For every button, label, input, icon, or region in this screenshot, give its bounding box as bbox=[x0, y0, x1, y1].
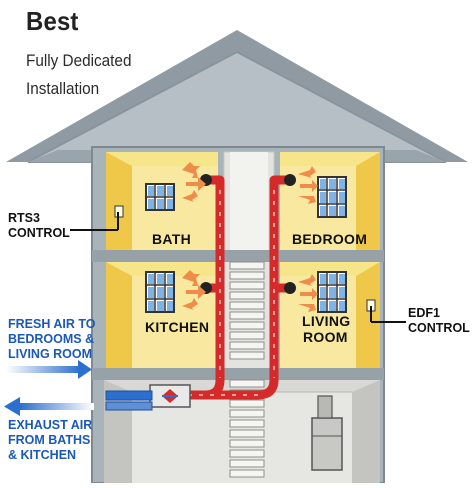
room-label-living-line-2: ROOM bbox=[303, 329, 348, 345]
room-label-bath: BATH bbox=[152, 231, 192, 247]
bedroom-supply-grille-icon bbox=[284, 174, 296, 186]
exhaust-air-arrow bbox=[4, 397, 94, 416]
ventilator-unit bbox=[149, 384, 191, 408]
rts3-label-line-1: RTS3 bbox=[8, 211, 40, 225]
fresh-air-duct bbox=[105, 390, 153, 411]
upper-floor-slab bbox=[92, 250, 384, 262]
middle-floor-slab bbox=[92, 368, 384, 380]
exhaust-air-label-line-2: FROM BATHS bbox=[8, 433, 91, 447]
edf1-label-line-2: CONTROL bbox=[408, 321, 470, 335]
rts3-label-line-2: CONTROL bbox=[8, 226, 70, 240]
duct-flow-marks bbox=[190, 190, 275, 396]
window-living-room bbox=[317, 271, 347, 313]
furnace bbox=[311, 395, 343, 471]
exhaust-air-label-line-3: & KITCHEN bbox=[8, 448, 77, 462]
window-bath bbox=[145, 183, 175, 211]
fresh-air-label-line-1: FRESH AIR TO bbox=[8, 317, 96, 331]
edf1-label-line-1: EDF1 bbox=[408, 306, 440, 320]
room-label-living-line-1: LIVING bbox=[302, 313, 351, 329]
subtitle-line-1: Fully Dedicated bbox=[26, 51, 132, 70]
airflow-arrows bbox=[182, 162, 318, 312]
exhaust-air-label-line-1: EXHAUST AIR bbox=[8, 418, 93, 432]
fresh-air-label-line-3: LIVING ROOM bbox=[8, 347, 93, 361]
diagram-title: Best bbox=[26, 6, 79, 36]
room-label-kitchen: KITCHEN bbox=[145, 319, 210, 335]
fresh-air-arrow bbox=[6, 360, 92, 379]
window-kitchen bbox=[145, 271, 175, 313]
ductwork bbox=[170, 175, 293, 400]
window-bedroom bbox=[317, 176, 347, 218]
subtitle-line-2: Installation bbox=[26, 79, 100, 98]
room-label-bedroom: BEDROOM bbox=[292, 231, 368, 247]
staircase bbox=[229, 261, 265, 478]
fresh-air-label-line-2: BEDROOMS & bbox=[8, 332, 95, 346]
living-supply-grille-icon bbox=[284, 282, 296, 294]
